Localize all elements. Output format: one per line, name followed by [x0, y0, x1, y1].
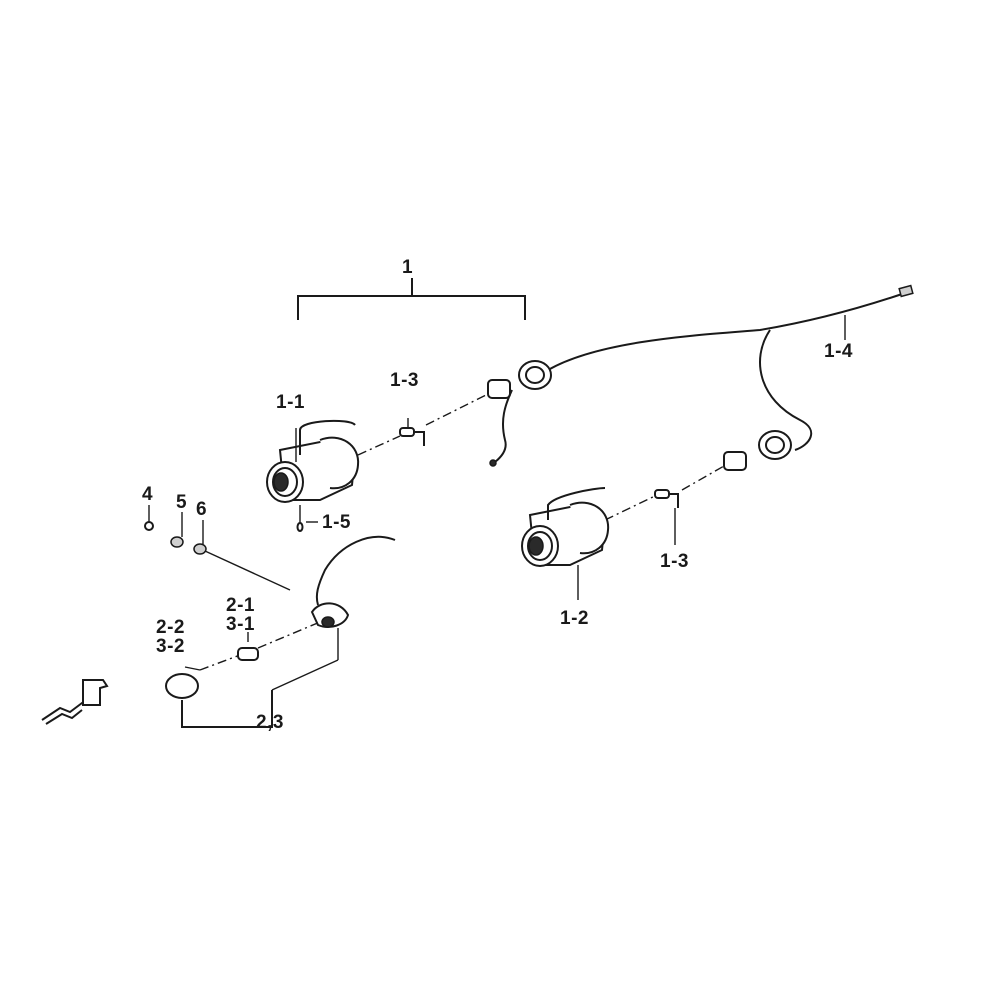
- label-part-3-2: 3-2: [156, 636, 185, 657]
- label-part-3-1: 3-1: [226, 614, 255, 635]
- label-part-2-1: 2-1: [226, 595, 255, 616]
- lower-connector: [723, 430, 792, 471]
- label-assembly-2-3: 2,3: [256, 712, 284, 733]
- label-part-5: 5: [176, 492, 188, 513]
- upper-connector: [487, 360, 552, 467]
- side-marker-lamp: [165, 535, 396, 728]
- wire-harness-1-4: [547, 284, 914, 451]
- label-part-4: 4: [142, 484, 154, 505]
- fog-lamp-1-2: [521, 487, 610, 600]
- label-part-6: 6: [196, 499, 208, 520]
- label-part-1-3-lower: 1-3: [660, 551, 689, 572]
- label-part-1-1: 1-1: [276, 392, 305, 413]
- small-parts-4-5-6: [144, 505, 291, 591]
- front-direction-arrow-icon: [41, 679, 109, 725]
- front-marker-label: F: [88, 684, 99, 701]
- assembly-1-bracket: [297, 278, 526, 320]
- bulb-1-3-lower: [654, 489, 679, 545]
- label-assembly-1: 1: [402, 257, 414, 278]
- label-part-1-5: 1-5: [322, 512, 351, 533]
- label-part-1-2: 1-2: [560, 608, 589, 629]
- bulb-1-3-upper: [399, 418, 425, 446]
- label-part-2-2: 2-2: [156, 617, 185, 638]
- fog-lamp-1-1: [266, 419, 360, 532]
- label-part-1-3-upper: 1-3: [390, 370, 419, 391]
- label-part-1-4: 1-4: [824, 341, 853, 362]
